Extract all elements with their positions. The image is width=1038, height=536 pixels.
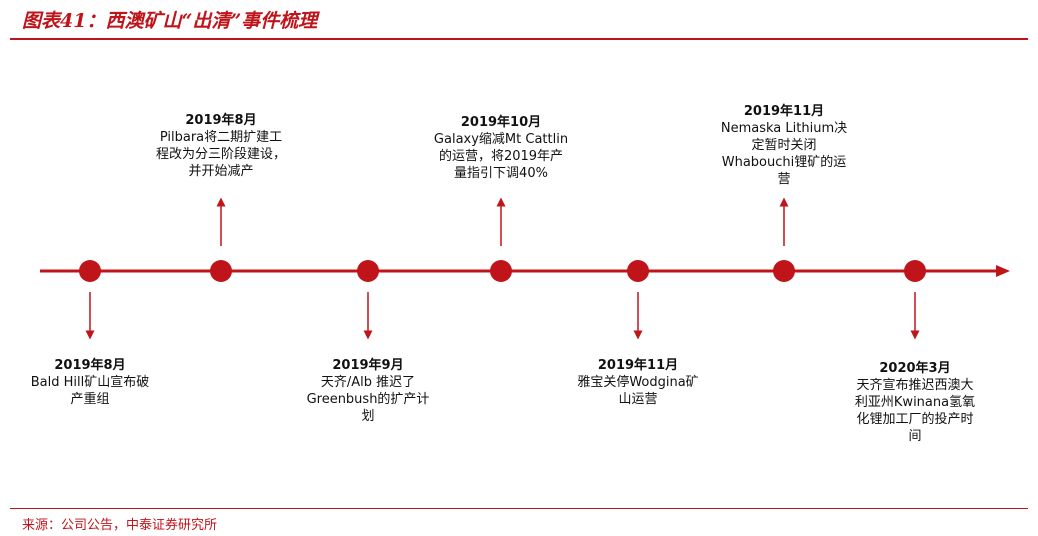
event-dot [490,260,512,282]
event-label: 2020年3月天齐宣布推迟西澳大 利亚州Kwinana氢氧 化锂加工厂的投产时 … [835,360,995,445]
figure-title: 图表41：西澳矿山“出清”事件梳理 [22,10,318,32]
event-label: 2019年9月天齐/Alb 推迟了 Greenbush的扩产计 划 [288,357,448,425]
event-label: 2019年10月 Galaxy缩减Mt Cattlin 的运营，将2019年产 量… [421,114,581,182]
event-date: 2020年3月 [879,361,951,376]
event-label: 2019年11月雅宝关停Wodgina矿 山运营 [558,357,718,408]
event-date: 2019年8月 [185,113,257,128]
event-dot [773,260,795,282]
event-date: 2019年11月 [743,104,825,119]
event-dot [627,260,649,282]
event-description: 天齐/Alb 推迟了 Greenbush的扩产计 划 [306,375,430,424]
event-description: 天齐宣布推迟西澳大 利亚州Kwinana氢氧 化锂加工厂的投产时 间 [854,378,976,444]
event-description: Galaxy缩减Mt Cattlin 的运营，将2019年产 量指引下调40% [433,132,569,181]
event-date: 2019年8月 [54,358,126,373]
event-dot [357,260,379,282]
event-dot [904,260,926,282]
event-description: Pilbara将二期扩建工 程改为分三阶段建设， 并开始减产 [155,130,286,179]
event-dot [79,260,101,282]
event-date: 2019年10月 [460,115,542,130]
event-description: Bald Hill矿山宣布破 产重组 [30,375,150,407]
event-description: Nemaska Lithium决 定暂时关闭 Whabouchi锂矿的运 营 [720,121,848,187]
event-label: 2019年8月 Pilbara将二期扩建工 程改为分三阶段建设， 并开始减产 [141,112,301,180]
footer-divider [10,508,1028,509]
event-label: 2019年11月 Nemaska Lithium决 定暂时关闭 Whabouchi… [704,103,864,188]
title-divider [10,38,1028,40]
event-date: 2019年9月 [332,358,404,373]
event-label: 2019年8月 Bald Hill矿山宣布破 产重组 [10,357,170,408]
event-description: 雅宝关停Wodgina矿 山运营 [577,375,699,407]
source-note: 来源：公司公告，中泰证券研究所 [22,518,218,533]
event-dot [210,260,232,282]
timeline-axis-arrowhead [996,265,1010,277]
event-date: 2019年11月 [597,358,679,373]
